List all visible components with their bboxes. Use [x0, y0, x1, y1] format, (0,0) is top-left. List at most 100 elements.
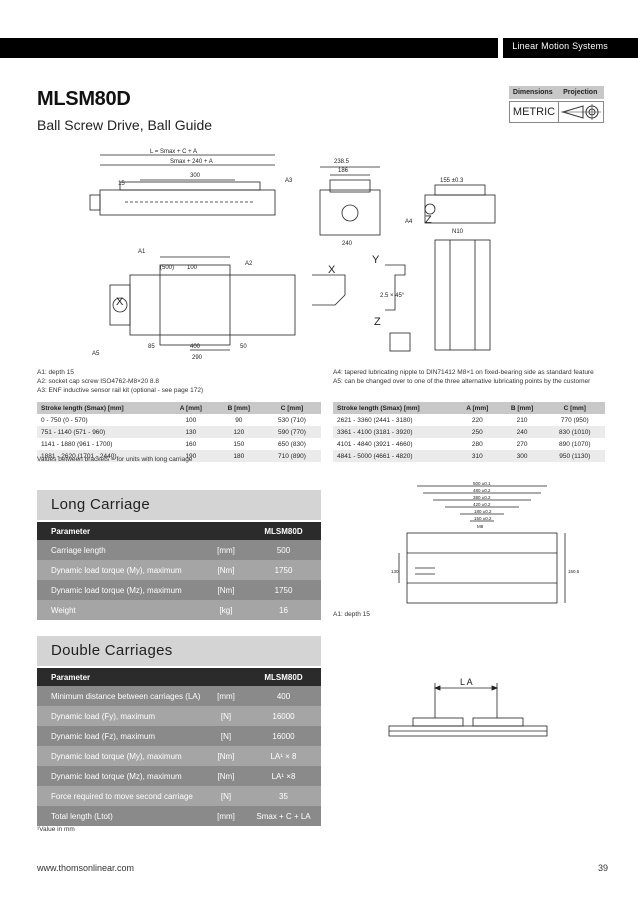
lc-dim-130: 130	[391, 569, 399, 574]
table-cell: 150	[233, 440, 245, 448]
table-header-row: Parameter MLSM80D	[37, 668, 321, 686]
lc-dim-150-5: 150.5	[568, 569, 580, 574]
table-cell: 190	[167, 450, 215, 462]
table-cell: 3361 - 4100 (3181 - 3920)	[333, 426, 455, 438]
param-value: 16	[246, 600, 321, 620]
table-row: 0 - 750 (0 - 570) 100 90 530 (710)	[37, 414, 321, 426]
param-value: Smax + C + LA	[246, 806, 321, 826]
table-header-row: Parameter MLSM80D	[37, 522, 321, 540]
lc-dim-480: 480 ±0.2	[473, 488, 491, 493]
projection-header: Dimensions Projection	[509, 86, 604, 99]
param-value: 16000	[246, 706, 321, 726]
param-unit: [Nm]	[206, 766, 246, 786]
table-row: Minimum distance between carriages (LA) …	[37, 686, 321, 706]
table-cell: 220	[471, 416, 483, 424]
param-unit: [N]	[206, 706, 246, 726]
main-technical-drawing: L = Smax + C + A Smax + 240 + A 300 238.…	[89, 149, 496, 361]
col-header: Stroke length (Smax) [mm]	[333, 402, 455, 414]
table-cell: 300	[499, 450, 545, 462]
table-row: Dynamic load torque (My), maximum [Nm] L…	[37, 746, 321, 766]
note-a4: A4: tapered lubricating nipple to DIN714…	[333, 369, 594, 376]
lc-dim-500: 500 ±0.1	[473, 481, 491, 486]
param-unit: [Nm]	[206, 746, 246, 766]
col-header: B [mm]	[499, 402, 545, 414]
dim-155-label: 155 ±0.3	[440, 178, 464, 184]
model-header: MLSM80D	[246, 522, 321, 540]
lc-dim-m8: M8	[477, 524, 484, 529]
long-carriage-drawing: 500 ±0.1 480 ±0.2 380 ±0.2 420 ±0.2 180 …	[391, 481, 580, 604]
table-row: Force required to move second carriage […	[37, 786, 321, 806]
table-cell: 210	[516, 416, 528, 424]
param-name: Minimum distance between carriages (LA)	[37, 686, 206, 706]
section-name: Linear Motion Systems	[512, 41, 608, 51]
dim-50-label: 50	[240, 344, 247, 350]
param-unit: [mm]	[206, 686, 246, 706]
table-cell: 4841 - 5000 (4661 - 4820)	[333, 450, 455, 462]
param-value: 400	[246, 686, 321, 706]
dimensions-label: Dimensions	[512, 89, 553, 96]
dim-290-label: 290	[192, 355, 203, 361]
footer-url[interactable]: www.thomsonlinear.com	[37, 863, 135, 873]
a4-label: A4	[405, 219, 413, 225]
param-value: LA¹ × 8	[246, 746, 321, 766]
param-name: Dynamic load torque (My), maximum	[37, 560, 206, 580]
table-row: 1141 - 1880 (961 - 1700) 160 150 650 (83…	[37, 438, 321, 450]
table-row: Dynamic load torque (Mz), maximum [Nm] L…	[37, 766, 321, 786]
first-angle-projection-icon	[559, 102, 603, 122]
footnote: ¹Value in mm	[37, 826, 75, 833]
table-cell: 180	[214, 450, 263, 462]
param-name: Total length (Ltot)	[37, 806, 206, 826]
view-y-marker: Y	[372, 254, 380, 266]
param-header: Parameter	[37, 522, 246, 540]
lc-dim-380: 380 ±0.2	[473, 495, 491, 500]
table-header-row: Stroke length (Smax) [mm] A [mm] B [mm] …	[37, 402, 321, 414]
note-a1: A1: depth 15	[37, 369, 74, 376]
param-value: 16000	[246, 726, 321, 746]
view-z-marker: Z	[374, 316, 381, 328]
bracket-note: Values between brackets = for units with…	[37, 456, 193, 463]
table-cell: 280	[471, 440, 483, 448]
long-carriage-table: Parameter MLSM80D Carriage length [mm] 5…	[37, 522, 321, 620]
page-number: 39	[597, 863, 608, 873]
table-cell: 160	[185, 440, 197, 448]
view-x-section-marker: X	[328, 264, 336, 276]
long-carriage-title: Long Carriage	[37, 490, 321, 520]
table-cell: 890 (1070)	[559, 440, 591, 448]
col-header: Stroke length (Smax) [mm]	[37, 402, 167, 414]
table-cell: 650 (830)	[278, 440, 306, 448]
table-cell: 250	[455, 426, 500, 438]
lc-dim-180: 180 ±0.2	[474, 509, 492, 514]
dim-500-label: (500)	[160, 265, 174, 271]
table-row: Dynamic load torque (Mz), maximum [Nm] 1…	[37, 580, 321, 600]
dims-table-right: Stroke length (Smax) [mm] A [mm] B [mm] …	[333, 402, 605, 462]
table-cell: 130	[167, 426, 215, 438]
dim-400-label: 400	[190, 344, 201, 350]
notes-right: A4: tapered lubricating nipple to DIN714…	[333, 368, 594, 386]
projection-box: METRIC	[509, 101, 604, 123]
param-name: Dynamic load torque (Mz), maximum	[37, 766, 206, 786]
a3-label: A3	[285, 178, 293, 184]
n10-label: N10	[452, 229, 464, 235]
header-bar	[0, 38, 638, 58]
view-x-marker: X	[116, 296, 124, 308]
param-name: Carriage length	[37, 540, 206, 560]
param-unit: [Nm]	[206, 560, 246, 580]
table-row: 4841 - 5000 (4661 - 4820) 310 300 950 (1…	[333, 450, 605, 462]
model-header: MLSM80D	[246, 668, 321, 686]
param-unit: [Nm]	[206, 580, 246, 600]
table-cell: 710 (890)	[262, 450, 321, 462]
notes-left: A1: depth 15 A2: socket cap screw ISO476…	[37, 368, 203, 395]
table-cell: 120	[214, 426, 263, 438]
header-bar-gap	[498, 38, 503, 58]
table-row: Dynamic load (Fz), maximum [N] 16000	[37, 726, 321, 746]
view-z-end-marker: Z	[425, 214, 432, 226]
double-carriages-drawing: L A	[388, 677, 548, 737]
table-row: 751 - 1140 (571 - 960) 130 120 590 (770)	[37, 426, 321, 438]
table-cell: 530 (710)	[278, 416, 306, 424]
note-a2: A2: socket cap screw ISO4762-M8×20 8.8	[37, 378, 159, 385]
table-row: Carriage length [mm] 500	[37, 540, 321, 560]
param-unit: [kg]	[206, 600, 246, 620]
table-header-row: Stroke length (Smax) [mm] A [mm] B [mm] …	[333, 402, 605, 414]
table-cell: 4101 - 4840 (3921 - 4660)	[337, 440, 413, 448]
dim-L-label: L = Smax + C + A	[150, 149, 197, 155]
